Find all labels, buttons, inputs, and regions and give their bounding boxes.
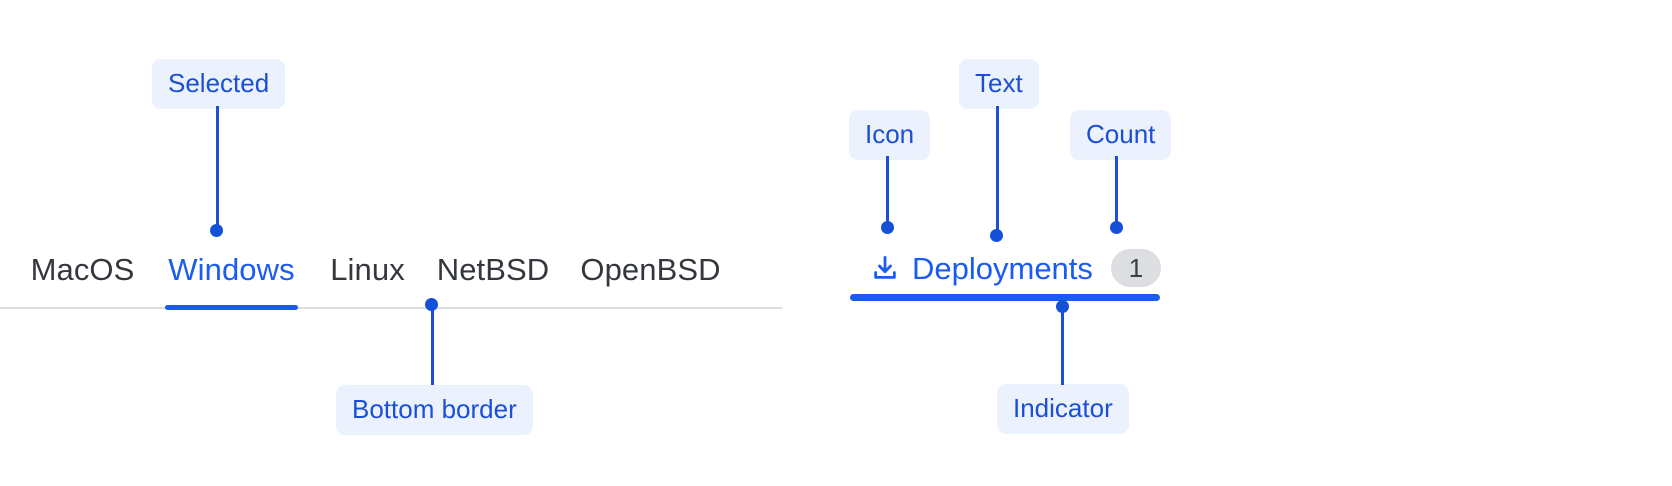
tab-strip-bottom-border bbox=[0, 307, 782, 309]
active-tab-indicator bbox=[165, 305, 298, 310]
annotation-connector-indicator bbox=[1061, 305, 1064, 385]
tab-label: OpenBSD bbox=[580, 252, 721, 287]
annotation-label-count: Count bbox=[1070, 110, 1172, 160]
annotation-endpoint-indicator bbox=[1056, 300, 1069, 313]
tab-netbsd[interactable]: NetBSD bbox=[433, 248, 553, 292]
tab-linux[interactable]: Linux bbox=[322, 248, 413, 292]
deployments-count-badge: 1 bbox=[1110, 249, 1161, 287]
annotation-endpoint-selected bbox=[210, 224, 223, 237]
tab-label: Windows bbox=[168, 252, 295, 287]
annotation-label-icon: Icon bbox=[849, 110, 931, 160]
annotation-endpoint-bottom-border bbox=[425, 298, 438, 311]
annotation-connector-count bbox=[1115, 156, 1118, 226]
tab-macos[interactable]: MacOS bbox=[24, 248, 141, 292]
annotation-label-selected: Selected bbox=[152, 59, 286, 109]
annotation-endpoint-count bbox=[1110, 221, 1123, 234]
annotation-connector-icon bbox=[886, 156, 889, 226]
annotation-label-bottom-border: Bottom border bbox=[336, 385, 533, 435]
tab-label: MacOS bbox=[30, 252, 135, 287]
tab-openbsd[interactable]: OpenBSD bbox=[580, 248, 721, 292]
annotation-endpoint-text bbox=[990, 229, 1003, 242]
annotation-connector-text bbox=[996, 106, 999, 230]
annotation-label-text: Text bbox=[959, 59, 1039, 109]
annotation-endpoint-icon bbox=[881, 221, 894, 234]
annotation-label-indicator: Indicator bbox=[997, 384, 1129, 434]
annotation-connector-selected bbox=[216, 106, 219, 230]
tab-label: NetBSD bbox=[436, 252, 550, 287]
tab-label: Linux bbox=[330, 252, 405, 287]
download-icon bbox=[870, 253, 900, 283]
deployments-tab-indicator bbox=[850, 294, 1160, 301]
annotation-connector-bottom-border bbox=[431, 305, 434, 385]
os-tab-strip: MacOS Windows Linux NetBSD OpenBSD bbox=[0, 248, 782, 310]
deployments-tab-label: Deployments bbox=[912, 250, 1093, 286]
deployments-tab[interactable]: Deployments 1 bbox=[850, 244, 1170, 310]
tab-windows[interactable]: Windows bbox=[165, 248, 298, 292]
deployments-tab-content[interactable]: Deployments 1 bbox=[870, 244, 1161, 292]
